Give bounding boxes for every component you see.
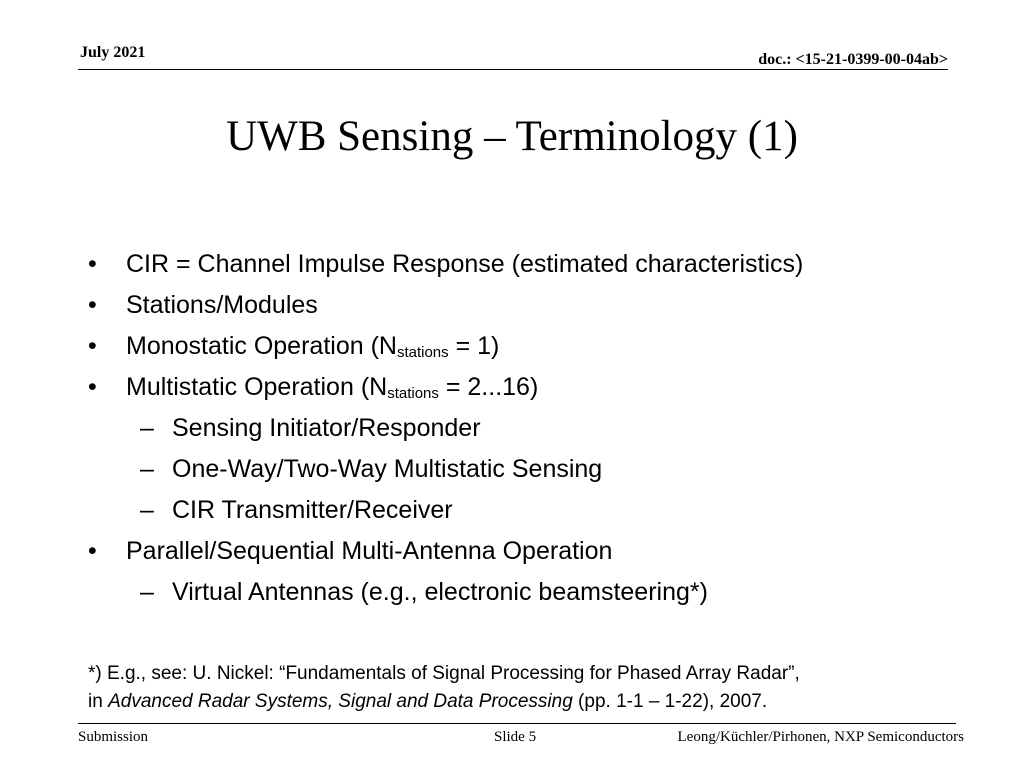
bullet-mark: • bbox=[88, 332, 97, 360]
header-doc-id: doc.: <15-21-0399-00-04ab> bbox=[758, 51, 948, 68]
footer-divider bbox=[78, 723, 956, 724]
footnote-book-title: Advanced Radar Systems, Signal and Data … bbox=[108, 691, 573, 712]
sub-bullet-text: CIR Transmitter/Receiver bbox=[172, 496, 453, 524]
dash-mark: – bbox=[140, 414, 154, 442]
sub-bullet-text: One-Way/Two-Way Multistatic Sensing bbox=[172, 455, 603, 483]
footnote: *) E.g., see: U. Nickel: “Fundamentals o… bbox=[88, 660, 968, 716]
bullet-item: • Multistatic Operation (Nstations = 2..… bbox=[88, 367, 988, 408]
sub-bullet-item: – Sensing Initiator/Responder bbox=[88, 408, 988, 449]
subscript-stations: stations bbox=[387, 385, 439, 402]
footnote-prefix: in bbox=[88, 691, 109, 712]
bullet-text-end: = 2...16) bbox=[438, 373, 539, 401]
sub-bullet-item: – CIR Transmitter/Receiver bbox=[88, 490, 988, 531]
footer-authors: Leong/Küchler/Pirhonen, NXP Semiconducto… bbox=[677, 729, 964, 745]
bullet-text: CIR = Channel Impulse Response (estimate… bbox=[126, 250, 804, 278]
bullet-text-start: Multistatic Operation (N bbox=[126, 373, 388, 401]
bullet-text-start: Monostatic Operation (N bbox=[126, 332, 397, 360]
bullet-item: • CIR = Channel Impulse Response (estima… bbox=[88, 244, 988, 285]
bullet-mark: • bbox=[88, 537, 97, 565]
sub-bullet-item: – One-Way/Two-Way Multistatic Sensing bbox=[88, 449, 988, 490]
footnote-line-2: in Advanced Radar Systems, Signal and Da… bbox=[88, 688, 968, 716]
header-date: July 2021 bbox=[80, 44, 146, 61]
bullet-mark: • bbox=[88, 291, 97, 319]
header-divider bbox=[78, 69, 948, 70]
sub-bullet-text: Sensing Initiator/Responder bbox=[172, 414, 481, 442]
bullet-text: Stations/Modules bbox=[126, 291, 318, 319]
bullet-item: • Stations/Modules bbox=[88, 285, 988, 326]
footer-slide-number: Slide 5 bbox=[494, 729, 537, 745]
dash-mark: – bbox=[140, 455, 154, 483]
bullet-text: Parallel/Sequential Multi-Antenna Operat… bbox=[126, 537, 613, 565]
bullet-item: • Monostatic Operation (Nstations = 1) bbox=[88, 326, 988, 367]
sub-bullet-item: – Virtual Antennas (e.g., electronic bea… bbox=[88, 572, 988, 613]
dash-mark: – bbox=[140, 578, 154, 606]
subscript-stations: stations bbox=[396, 344, 449, 361]
bullet-mark: • bbox=[88, 250, 97, 278]
sub-bullet-text: Virtual Antennas (e.g., electronic beams… bbox=[172, 578, 708, 606]
bullet-item: • Parallel/Sequential Multi-Antenna Oper… bbox=[88, 531, 988, 572]
footer-submission: Submission bbox=[78, 729, 149, 745]
bullet-mark: • bbox=[88, 373, 97, 401]
bullet-list: • CIR = Channel Impulse Response (estima… bbox=[88, 244, 988, 613]
footnote-line-1: *) E.g., see: U. Nickel: “Fundamentals o… bbox=[88, 663, 800, 684]
slide-title: UWB Sensing – Terminology (1) bbox=[226, 113, 798, 160]
bullet-text-end: = 1) bbox=[448, 332, 500, 360]
footnote-suffix: (pp. 1-1 – 1-22), 2007. bbox=[572, 691, 768, 712]
dash-mark: – bbox=[140, 496, 154, 524]
